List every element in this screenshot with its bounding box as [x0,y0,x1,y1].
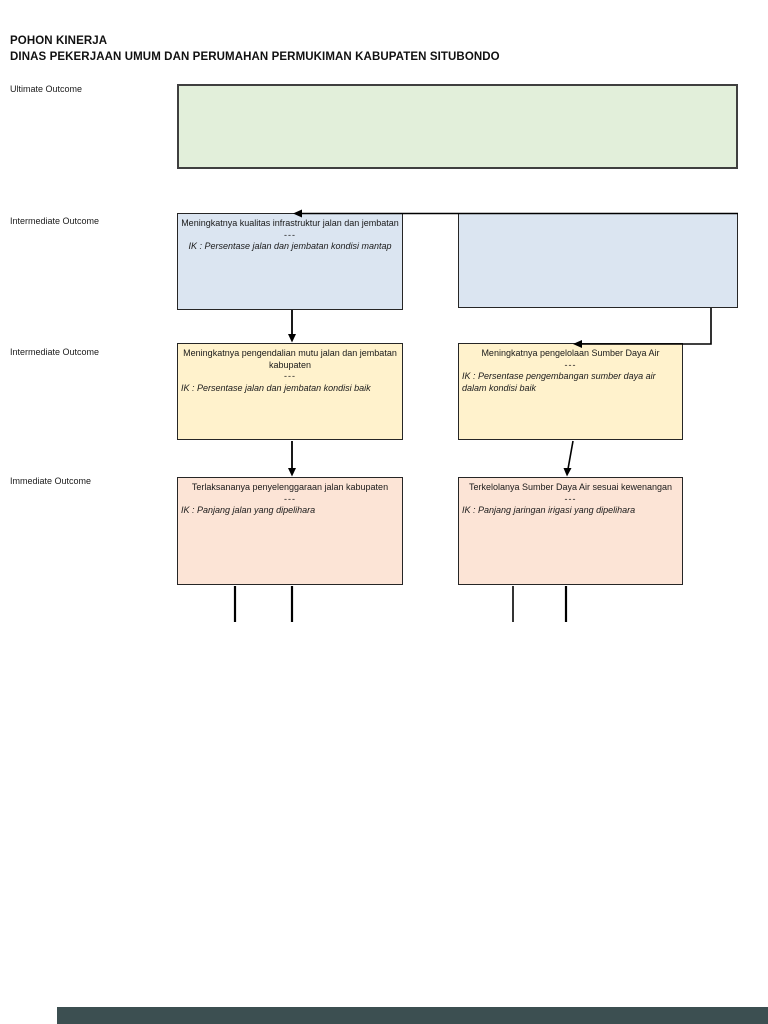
box-separator: --- [284,229,296,240]
box-title: Meningkatnya kualitas infrastruktur jala… [181,218,399,228]
box-separator: --- [564,493,577,504]
box-intermediate-blank [458,213,738,308]
box-intermediate-sumber-daya-air: Meningkatnya pengelolaan Sumber Daya Air… [458,343,683,440]
box-title: Meningkatnya pengelolaan Sumber Daya Air [481,348,660,358]
connector-blue2-yellow2 [579,308,712,345]
box-intermediate-infrastruktur-jalan: Meningkatnya kualitas infrastruktur jala… [177,213,403,310]
box-ultimate-outcome [177,84,738,169]
box-indicator: IK : Panjang jalan yang dipelihara [181,505,316,515]
row-label-intermediate-outcome-1: Intermediate Outcome [10,216,100,226]
row-label-immediate-outcome: Immediate Outcome [10,476,92,486]
box-immediate-jalan-kabupaten: Terlaksananya penyelenggaraan jalan kabu… [177,477,403,585]
box-separator: --- [564,359,577,370]
box-indicator: IK : Persentase jalan dan jembatan kondi… [188,241,392,251]
box-separator: --- [284,371,296,381]
box-indicator: IK : Persentase pengembangan sumber daya… [462,371,656,393]
row-label-intermediate-outcome-2: Intermediate Outcome [10,347,100,357]
connector-yellow2-pink2 [567,440,574,470]
arrowhead-down-pink2 [563,468,572,477]
box-separator: --- [284,493,296,504]
box-title: Meningkatnya pengendalian mutu jalan dan… [183,348,397,370]
box-indicator: IK : Panjang jaringan irigasi yang dipel… [462,505,636,515]
arrowhead-down-pink1 [288,468,296,477]
arrowhead-down-yellow1 [288,334,296,343]
box-indicator: IK : Persentase jalan dan jembatan kondi… [181,382,371,393]
box-title: Terkelolanya Sumber Daya Air sesuai kewe… [468,482,673,492]
box-intermediate-mutu-jalan: Meningkatnya pengendalian mutu jalan dan… [177,343,403,440]
page-title-line1: POHON KINERJA [10,35,108,47]
box-immediate-sumber-daya-air: Terkelolanya Sumber Daya Air sesuai kewe… [458,477,683,585]
page-title-line2: DINAS PEKERJAAN UMUM DAN PERUMAHAN PERMU… [10,51,500,63]
row-label-ultimate-outcome: Ultimate Outcome [10,84,83,94]
footer-bar [57,1007,768,1024]
box-title: Terlaksananya penyelenggaraan jalan kabu… [191,482,389,492]
page-title: POHON KINERJA DINAS PEKERJAAN UMUM DAN P… [10,33,500,65]
